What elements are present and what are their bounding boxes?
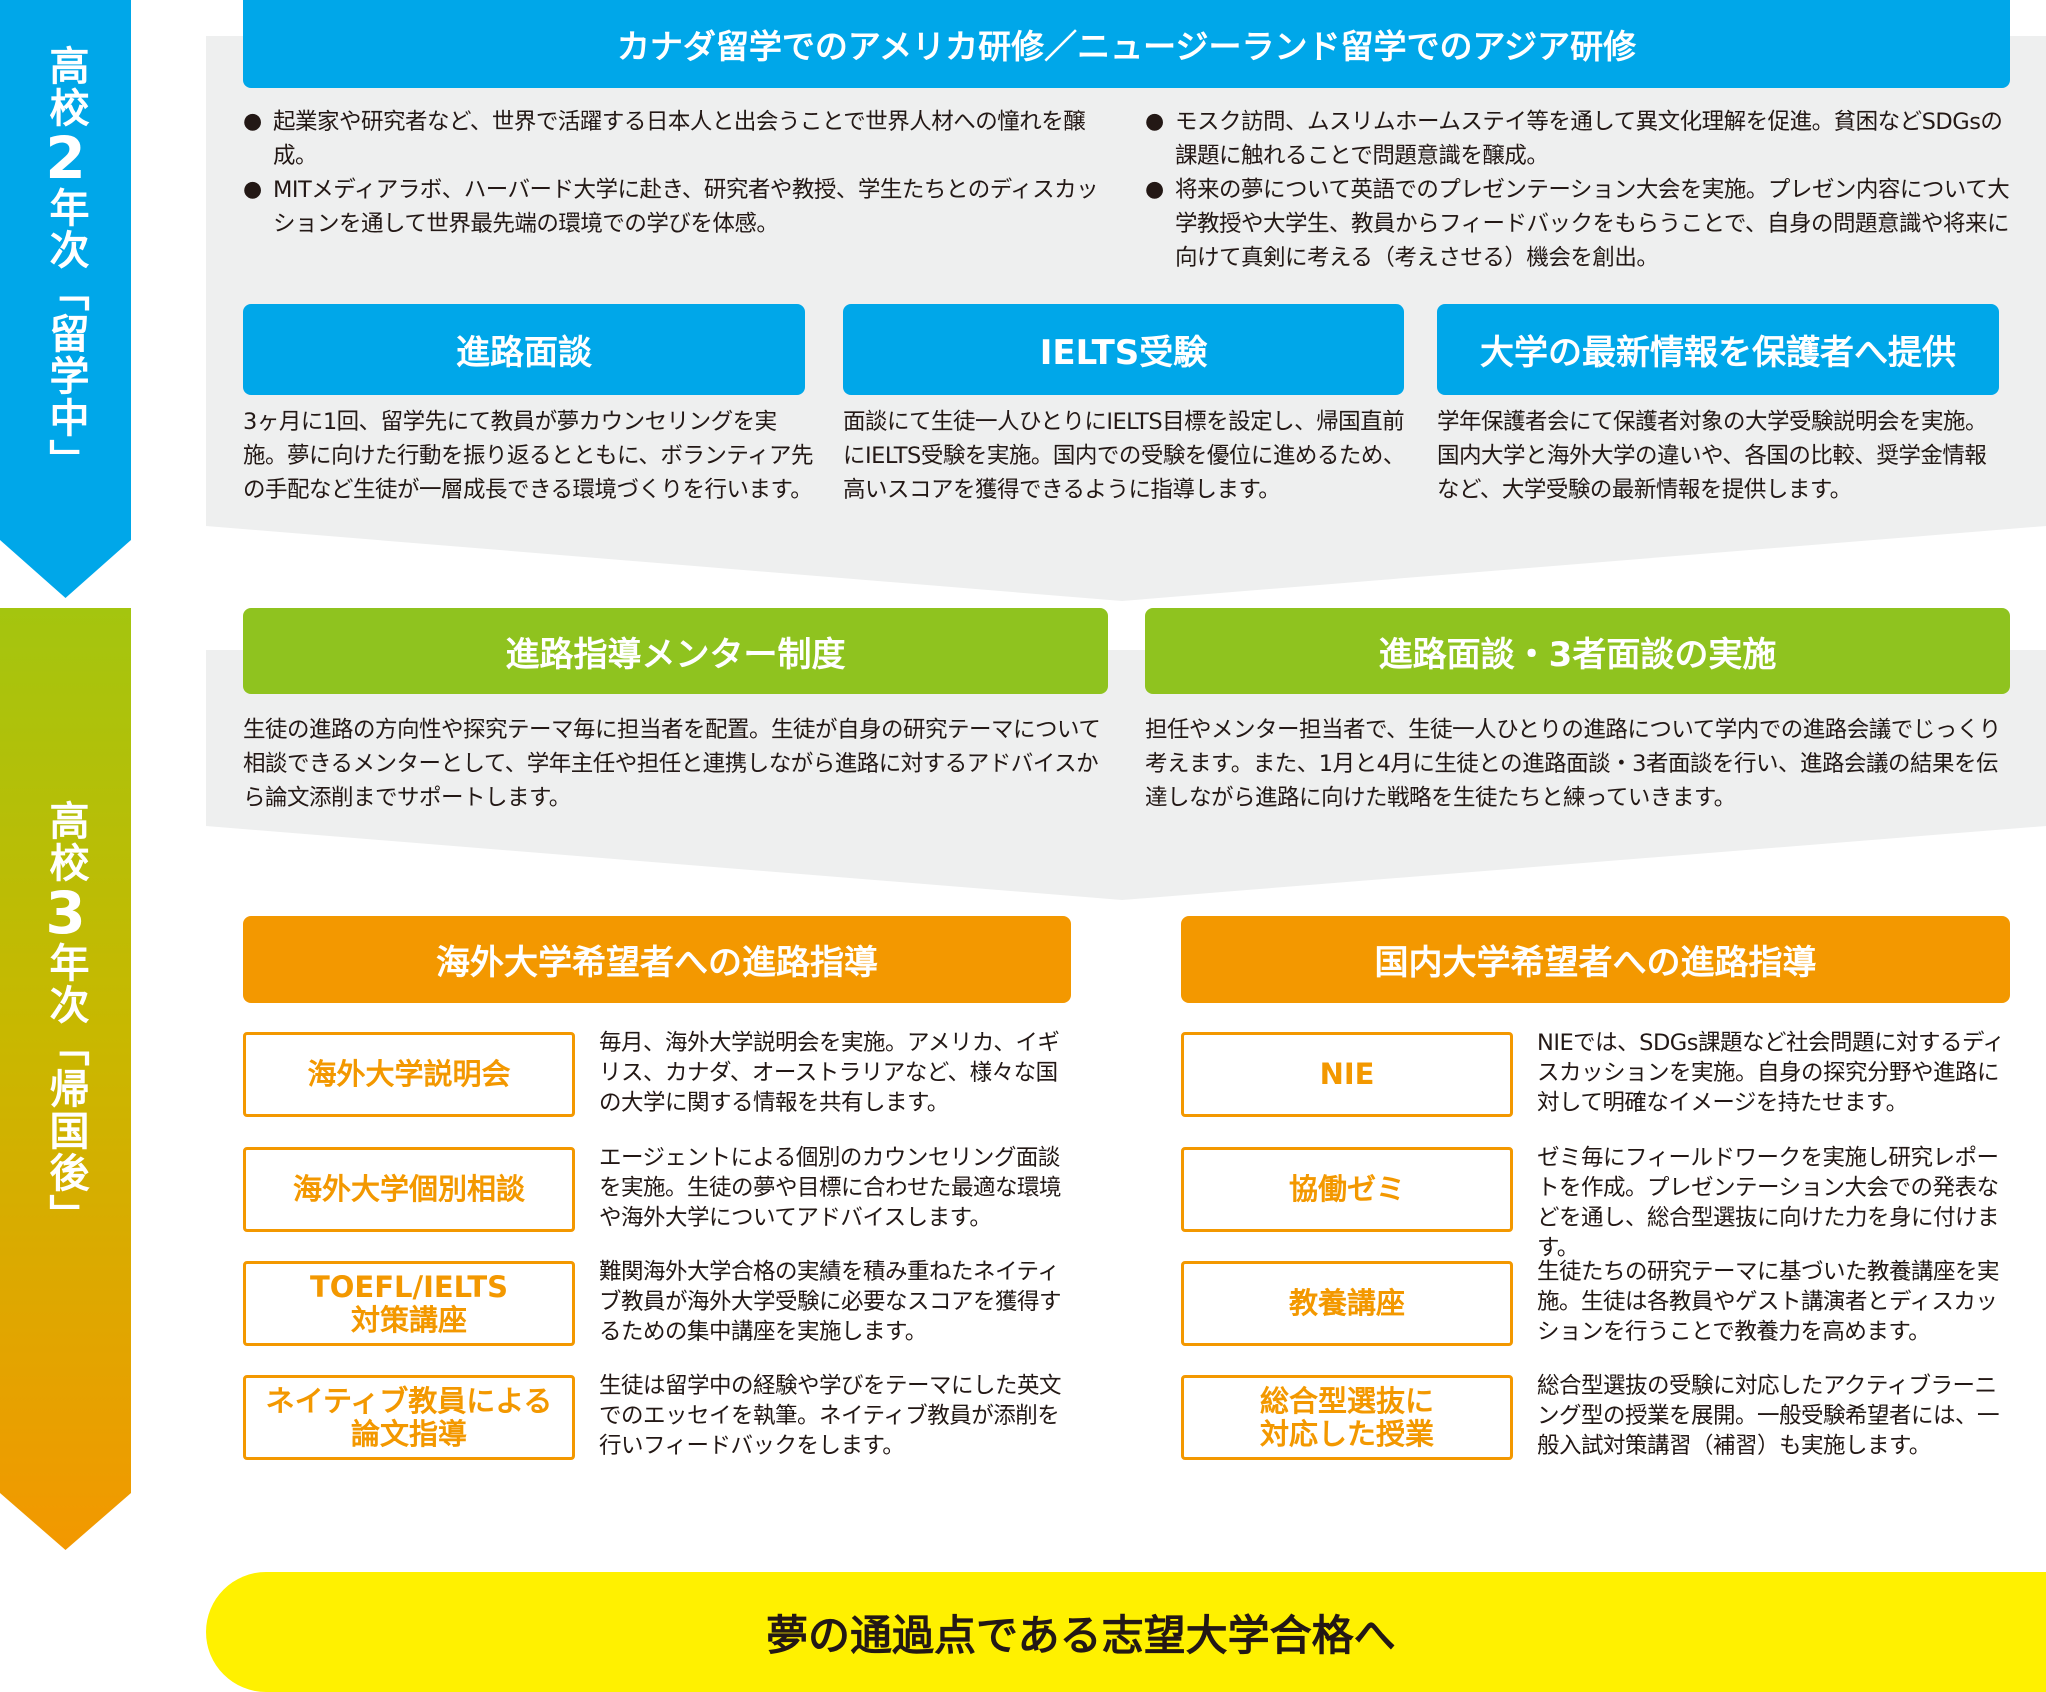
year2-label-pre: 高校: [42, 45, 89, 129]
overseas-title: 海外大学希望者への進路指導: [243, 916, 1071, 1003]
domestic-item-text: NIEでは、SDGs課題など社会問題に対するディスカッションを実施。自身の探究分…: [1537, 1030, 2005, 1116]
bullet-text: 起業家や研究者など、世界で活躍する日本人と出会うことで世界人材への憧れを醸成。: [273, 109, 1086, 169]
year2-label-post: 年次「留学中」: [42, 187, 89, 481]
domestic-item-text: 生徒たちの研究テーマに基づいた教養講座を実施。生徒は各教員やゲスト講演者とディス…: [1537, 1259, 2000, 1345]
bullet-icon: ●: [243, 177, 262, 202]
overseas-item-label: 海外大学個別相談: [243, 1147, 575, 1232]
bullet-icon: ●: [1145, 177, 1164, 202]
card-title-parents-info: 大学の最新情報を保護者へ提供: [1437, 304, 1999, 395]
year3-label-pre: 高校: [42, 800, 89, 884]
domestic-item-text: 総合型選抜の受験に対応したアクティブラーニング型の授業を展開。一般受験希望者には…: [1537, 1373, 2000, 1459]
bullet-icon: ●: [243, 109, 262, 134]
bullet-item: ● 起業家や研究者など、世界で活躍する日本人と出会うことで世界人材への憧れを醸成。: [243, 105, 1113, 173]
year3-arrow: [0, 608, 131, 1550]
year3-label-post: 年次「帰国後」: [42, 942, 89, 1236]
card-title-three-party: 進路面談・3者面談の実施: [1145, 608, 2010, 694]
card-text-three-party: 担任やメンター担当者で、生徒一人ひとりの進路について学内での進路会議でじっくり考…: [1145, 717, 2001, 811]
mentor-panel: [206, 650, 2046, 900]
overseas-item-label: 海外大学説明会: [243, 1032, 575, 1117]
card-text-parents-info: 学年保護者会にて保護者対象の大学受験説明会を実施。国内大学と海外大学の違いや、各…: [1437, 409, 1988, 503]
year2-label-num: 2: [45, 129, 86, 187]
abroad-right-bullets: ● モスク訪問、ムスリムホームステイ等を通して異文化理解を促進。貧困などSDGsの…: [1145, 105, 2013, 275]
domestic-title: 国内大学希望者への進路指導: [1181, 916, 2010, 1003]
domestic-item-label: 教養講座: [1181, 1261, 1513, 1346]
goal-banner: 夢の通過点である志望大学合格へ: [206, 1572, 2046, 1692]
domestic-item-label: 総合型選抜に 対応した授業: [1181, 1375, 1513, 1460]
bullet-icon: ●: [1145, 109, 1164, 134]
overseas-item-text: 難関海外大学合格の実績を積み重ねたネイティブ教員が海外大学受験に必要なスコアを獲…: [599, 1259, 1062, 1345]
year3-label-num: 3: [45, 884, 86, 942]
overseas-item-text: 毎月、海外大学説明会を実施。アメリカ、イギリス、カナダ、オーストラリアなど、様々…: [599, 1030, 1060, 1116]
abroad-left-bullets: ● 起業家や研究者など、世界で活躍する日本人と出会うことで世界人材への憧れを醸成。…: [243, 105, 1113, 241]
abroad-title: カナダ留学でのアメリカ研修／ニュージーランド留学でのアジア研修: [243, 0, 2010, 88]
overseas-item-text: エージェントによる個別のカウンセリング面談を実施。生徒の夢や目標に合わせた最適な…: [599, 1145, 1062, 1231]
card-text-mentor: 生徒の進路の方向性や探究テーマ毎に担当者を配置。生徒が自身の研究テーマについて相…: [243, 717, 1101, 811]
card-text-ielts: 面談にて生徒一人ひとりにIELTS目標を設定し、帰国直前にIELTS受験を実施。…: [843, 409, 1405, 503]
overseas-item-label: TOEFL/IELTS 対策講座: [243, 1261, 575, 1346]
bullet-item: ● モスク訪問、ムスリムホームステイ等を通して異文化理解を促進。貧困などSDGsの…: [1145, 105, 2013, 173]
year2-arrow: [0, 0, 131, 598]
bullet-item: ● MITメディアラボ、ハーバード大学に赴き、研究者や教授、学生たちとのディスカッ…: [243, 173, 1113, 241]
bullet-text: 将来の夢について英語でのプレゼンテーション大会を実施。プレゼン内容について大学教…: [1175, 177, 2010, 271]
domestic-item-label: 協働ゼミ: [1181, 1147, 1513, 1232]
overseas-item-label: ネイティブ教員による 論文指導: [243, 1375, 575, 1460]
card-text-interview: 3ヶ月に1回、留学先にて教員が夢カウンセリングを実施。夢に向けた行動を振り返ると…: [243, 409, 813, 503]
overseas-item-text: 生徒は留学中の経験や学びをテーマにした英文でのエッセイを執筆。ネイティブ教員が添…: [599, 1373, 1062, 1459]
bullet-text: モスク訪問、ムスリムホームステイ等を通して異文化理解を促進。貧困などSDGsの課…: [1175, 109, 2003, 169]
card-title-interview: 進路面談: [243, 304, 805, 395]
domestic-item-label: NIE: [1181, 1032, 1513, 1117]
card-title-ielts: IELTS受験: [843, 304, 1404, 395]
bullet-text: MITメディアラボ、ハーバード大学に赴き、研究者や教授、学生たちとのディスカッシ…: [273, 177, 1099, 237]
card-title-mentor: 進路指導メンター制度: [243, 608, 1108, 694]
bullet-item: ● 将来の夢について英語でのプレゼンテーション大会を実施。プレゼン内容について大学…: [1145, 173, 2013, 275]
domestic-item-text: ゼミ毎にフィールドワークを実施し研究レポートを作成。プレゼンテーション大会での発…: [1537, 1145, 2000, 1261]
